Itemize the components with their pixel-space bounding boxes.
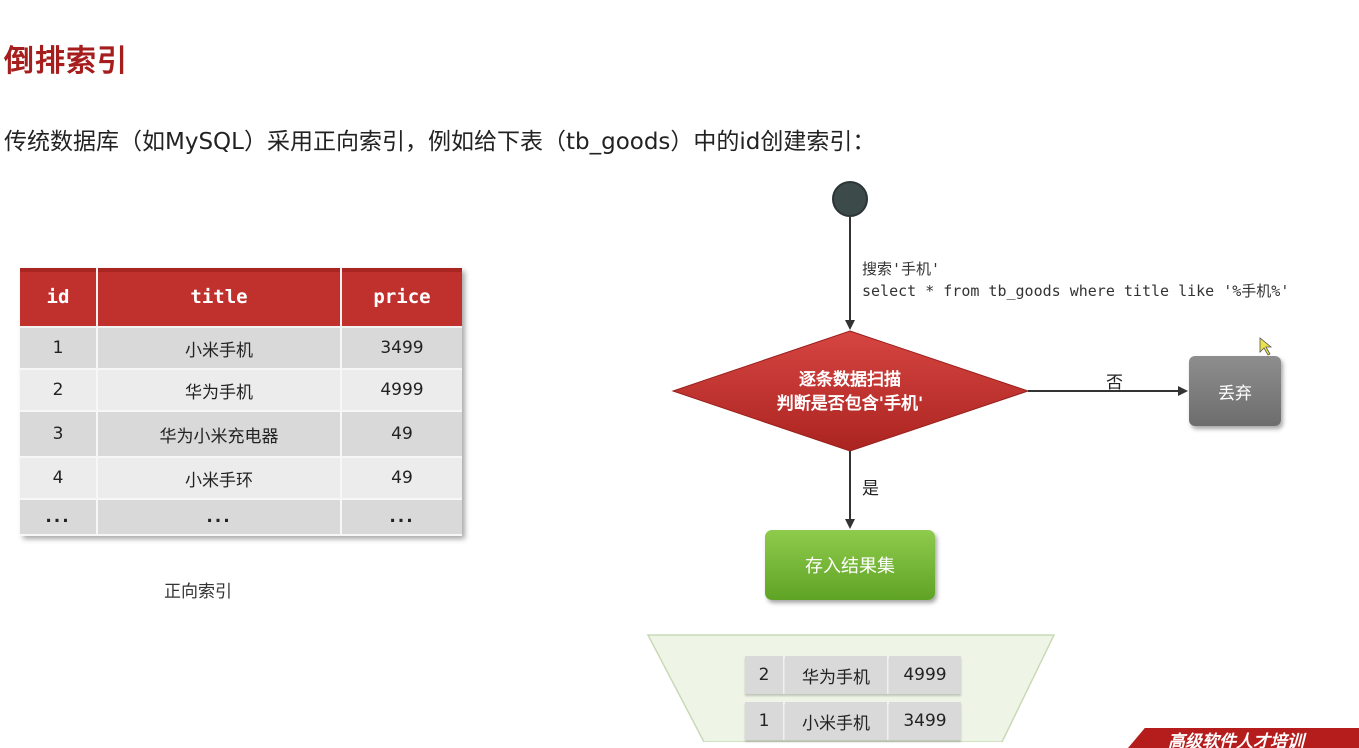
result-cell-price: 4999 xyxy=(889,656,961,694)
table-row: 1 小米手机 3499 xyxy=(20,327,462,370)
page-heading: 倒排索引 xyxy=(4,44,128,79)
result-row: 1 小米手机 3499 xyxy=(745,702,961,740)
query-label: 搜索'手机' select * from tb_goods where title… xyxy=(862,258,1289,302)
header-title: title xyxy=(97,268,342,328)
table-row: 4 小米手环 49 xyxy=(20,457,462,500)
decision-line1: 逐条数据扫描 xyxy=(799,370,901,390)
header-price: price xyxy=(341,268,462,328)
decision-line2: 判断是否包含'手机' xyxy=(776,394,924,414)
table-header-row: id title price xyxy=(20,268,462,328)
result-cell-id: 1 xyxy=(745,702,785,740)
result-cell-price: 3499 xyxy=(889,702,961,740)
table-caption: 正向索引 xyxy=(164,582,232,602)
cell-title: 小米手环 xyxy=(97,457,342,500)
cell-id: 4 xyxy=(20,457,98,500)
decision-text: 逐条数据扫描 判断是否包含'手机' xyxy=(700,368,1000,416)
result-cell-title: 小米手机 xyxy=(785,702,889,740)
table-row: 2 华为手机 4999 xyxy=(20,369,462,412)
result-cell-id: 2 xyxy=(745,656,785,694)
cursor-icon xyxy=(1259,337,1273,356)
cell-price: 49 xyxy=(341,457,462,500)
cell-title: 华为手机 xyxy=(97,369,342,412)
table-row: 3 华为小米充电器 49 xyxy=(20,411,462,458)
query-search-text: 搜索'手机' xyxy=(862,260,941,278)
table-row-ellipsis: ... ... ... xyxy=(20,499,462,536)
cell-title: ... xyxy=(97,499,342,536)
edge-label-no: 否 xyxy=(1106,373,1123,393)
cell-title: 小米手机 xyxy=(97,327,342,370)
result-row: 2 华为手机 4999 xyxy=(745,656,961,694)
cell-price: 49 xyxy=(341,411,462,458)
discard-box: 丢弃 xyxy=(1189,356,1281,426)
cell-id: 3 xyxy=(20,411,98,458)
cell-id: ... xyxy=(20,499,98,536)
result-set-table: 2 华为手机 4999 1 小米手机 3499 xyxy=(745,648,961,748)
cell-price: ... xyxy=(341,499,462,536)
cell-id: 2 xyxy=(20,369,98,412)
forward-index-table: id title price 1 小米手机 3499 2 华为手机 4999 3… xyxy=(20,268,462,536)
edge-label-yes: 是 xyxy=(862,479,879,499)
brand-banner: 高级软件人才培训 xyxy=(1128,728,1359,748)
cell-id: 1 xyxy=(20,327,98,370)
intro-text: 传统数据库（如MySQL）采用正向索引，例如给下表（tb_goods）中的id创… xyxy=(4,129,876,155)
header-id: id xyxy=(20,268,98,328)
cell-title: 华为小米充电器 xyxy=(97,411,342,458)
cell-price: 4999 xyxy=(341,369,462,412)
query-sql-text: select * from tb_goods where title like … xyxy=(862,282,1290,300)
result-cell-title: 华为手机 xyxy=(785,656,889,694)
store-result-box: 存入结果集 xyxy=(765,530,935,600)
cell-price: 3499 xyxy=(341,327,462,370)
start-node xyxy=(832,181,868,217)
